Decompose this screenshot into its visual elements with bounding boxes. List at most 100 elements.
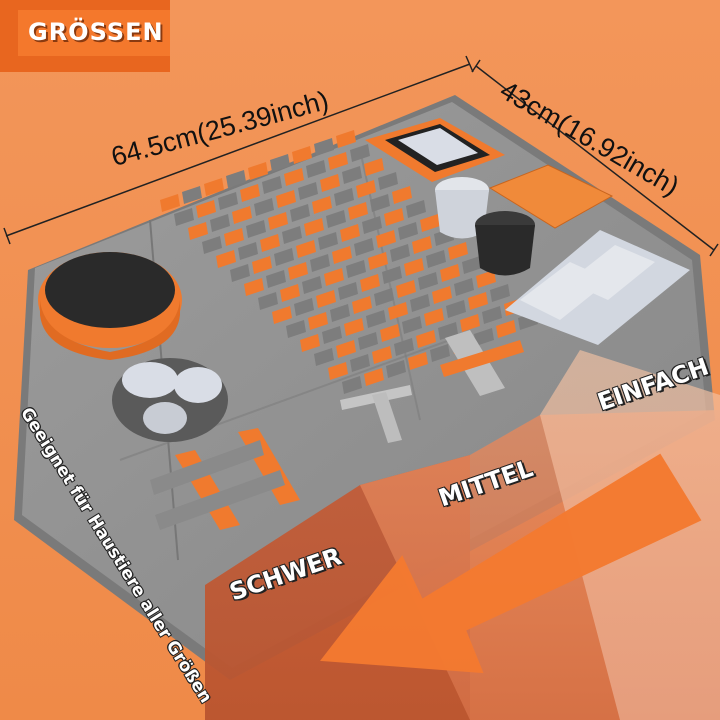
ribbon-strip bbox=[266, 270, 286, 288]
ribbon-strip bbox=[440, 264, 460, 282]
ribbon-strip bbox=[202, 236, 222, 254]
ribbon-strip bbox=[254, 198, 274, 216]
ribbon-strip bbox=[318, 232, 338, 250]
ribbon-strip bbox=[330, 304, 350, 322]
ribbon-strip bbox=[376, 230, 396, 248]
ribbon-strip bbox=[332, 246, 352, 264]
ribbon-strip bbox=[244, 278, 264, 296]
square-feeder bbox=[365, 118, 505, 182]
ribbon-strip bbox=[226, 170, 246, 188]
ribbon-strip bbox=[446, 300, 466, 318]
ribbon-strip bbox=[238, 242, 258, 260]
ribbon-strip bbox=[358, 332, 378, 350]
ribbon-strip bbox=[462, 256, 482, 274]
ribbon-strip bbox=[342, 166, 362, 184]
ribbon-strip bbox=[306, 160, 326, 178]
ribbon-strip bbox=[258, 292, 278, 310]
ribbon-strip bbox=[276, 190, 296, 208]
ribbon-strip bbox=[390, 244, 410, 262]
ribbon-strip bbox=[334, 188, 354, 206]
ribbon-strip bbox=[286, 320, 306, 338]
ribbon-strip bbox=[204, 178, 224, 196]
ribbon-strip bbox=[304, 218, 324, 236]
ribbon-strip bbox=[270, 154, 290, 172]
ribbon-strip bbox=[398, 222, 418, 240]
ribbon-strip bbox=[268, 212, 288, 230]
ribbon-strip bbox=[210, 214, 230, 232]
ribbon-strip bbox=[314, 348, 334, 366]
ribbon-strip bbox=[482, 306, 502, 324]
ribbon-strip bbox=[412, 236, 432, 254]
ribbon-strip bbox=[454, 278, 474, 296]
ribbon-strip bbox=[274, 248, 294, 266]
ribbon-strip bbox=[356, 180, 376, 198]
badge-label: GRÖSSEN bbox=[28, 18, 164, 46]
ribbon-strip bbox=[224, 228, 244, 246]
badge-panel bbox=[18, 10, 170, 56]
ribbon-strip bbox=[302, 276, 322, 294]
ribbon-strip bbox=[314, 138, 334, 156]
ribbon-strip bbox=[294, 298, 314, 316]
ribbon-strip bbox=[324, 268, 344, 286]
ribbon-strip bbox=[290, 204, 310, 222]
ribbon-strip bbox=[340, 224, 360, 242]
ribbon-strip bbox=[372, 346, 392, 364]
ribbon-strip bbox=[280, 284, 300, 302]
ribbon-strip bbox=[336, 340, 356, 358]
ribbon-strip bbox=[366, 310, 386, 328]
ribbon-strip bbox=[360, 274, 380, 292]
ribbon-strip bbox=[284, 168, 304, 186]
ribbon-strip bbox=[328, 362, 348, 380]
ribbon-strip bbox=[348, 202, 368, 220]
ribbon-strip bbox=[188, 222, 208, 240]
ribbon-strip bbox=[416, 330, 436, 348]
ribbon-strip bbox=[420, 214, 440, 232]
ribbon-strip bbox=[328, 152, 348, 170]
ribbon-strip bbox=[282, 226, 302, 244]
ribbon-strip bbox=[342, 376, 362, 394]
ribbon-strip bbox=[352, 296, 372, 314]
ribbon-strip bbox=[196, 200, 216, 218]
ribbon-strip bbox=[316, 290, 336, 308]
ribbon-strip bbox=[468, 292, 488, 310]
felt-cup-dark bbox=[475, 211, 535, 276]
ribbon-strip bbox=[490, 284, 510, 302]
depth-dimension-line bbox=[471, 59, 719, 257]
ribbon-strip bbox=[350, 354, 370, 372]
orange-bowl bbox=[38, 252, 182, 360]
ribbon-strip bbox=[476, 270, 496, 288]
ribbon-strip bbox=[382, 266, 402, 284]
ribbon-strip bbox=[260, 234, 280, 252]
snuffle-mat bbox=[14, 95, 715, 680]
ribbon-strip bbox=[326, 210, 346, 228]
ribbon-strip bbox=[392, 186, 412, 204]
ribbon-strip bbox=[408, 352, 428, 370]
ribbon-strip bbox=[218, 192, 238, 210]
ribbon-strip bbox=[384, 208, 404, 226]
ribbon-strip bbox=[240, 184, 260, 202]
ribbon-strip bbox=[394, 338, 414, 356]
ribbon-strip bbox=[262, 176, 282, 194]
ribbon-strip bbox=[346, 260, 366, 278]
ribbon-strip bbox=[312, 196, 332, 214]
snuffle-strips bbox=[160, 130, 538, 394]
ribbon-strip bbox=[174, 208, 194, 226]
ribbon-strip bbox=[232, 206, 252, 224]
direction-arrow bbox=[320, 453, 702, 674]
ribbon-strip bbox=[406, 200, 426, 218]
ribbon-strip bbox=[216, 250, 236, 268]
gray-strap bbox=[340, 330, 524, 443]
ribbon-strip bbox=[368, 252, 388, 270]
ribbon-strip bbox=[386, 360, 406, 378]
ribbon-strip bbox=[344, 318, 364, 336]
ribbon-strip bbox=[380, 324, 400, 342]
ribbon-strip bbox=[288, 262, 308, 280]
ribbon-strip bbox=[300, 334, 320, 352]
ribbon-strip bbox=[308, 312, 328, 330]
ribbon-strip bbox=[374, 288, 394, 306]
ribbon-strip bbox=[230, 264, 250, 282]
envelope-pocket bbox=[488, 164, 614, 229]
ribbon-strip bbox=[474, 328, 494, 346]
felt-flaps bbox=[505, 230, 690, 345]
